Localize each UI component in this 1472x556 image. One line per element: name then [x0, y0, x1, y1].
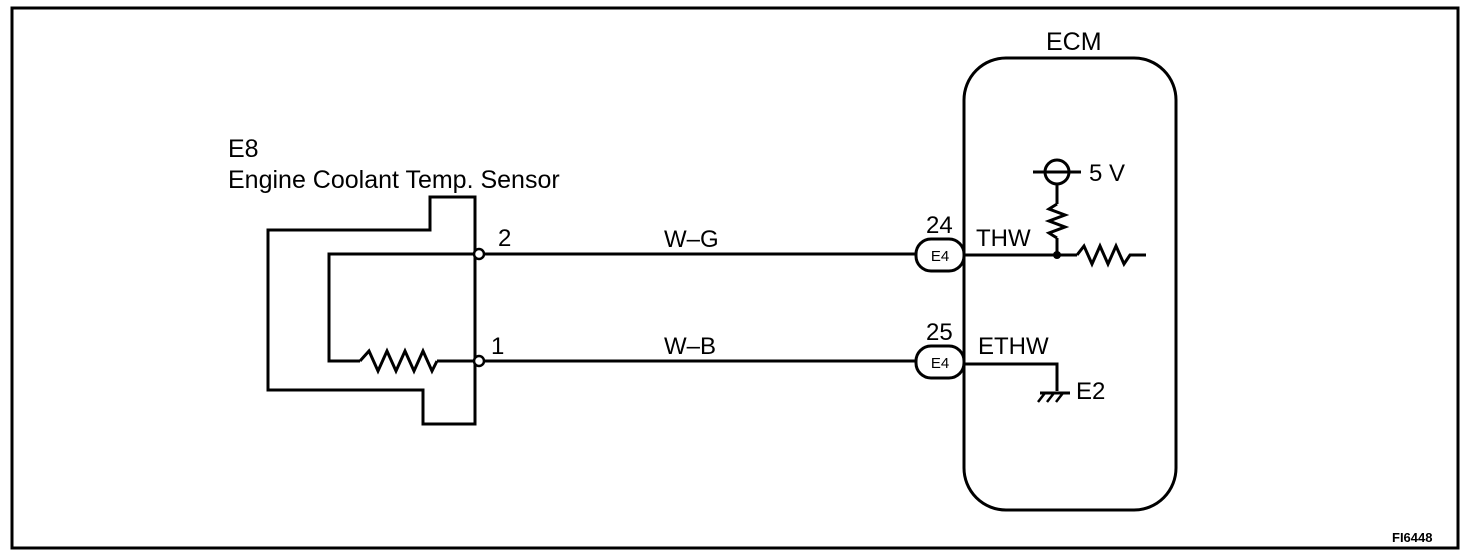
wire-w-g-label: W–G [664, 226, 719, 253]
ecm-pin-25-number: 25 [926, 319, 953, 346]
wire-w-b-label: W–B [664, 333, 716, 360]
ecm-signal-thw: THW [976, 225, 1031, 252]
thermistor-symbol [358, 347, 439, 375]
figure-id: FI6448 [1392, 530, 1432, 545]
ecm-title: ECM [1046, 28, 1102, 56]
sensor-pin-1-label: 1 [491, 333, 504, 360]
connector-e4-pin-25 [914, 344, 966, 380]
sensor-name: Engine Coolant Temp. Sensor [228, 166, 560, 194]
connector-e4-pin-24-label: E4 [931, 248, 949, 265]
sensor-pin-2-terminal [472, 247, 486, 261]
ecm-thw-resistor [1075, 242, 1146, 268]
sensor-code: E8 [228, 135, 259, 163]
ground-label-e2: E2 [1076, 378, 1105, 405]
ground-hatch-3 [1055, 392, 1064, 403]
supply-voltage-label: 5 V [1089, 160, 1125, 187]
sensor-pin-2-label: 2 [498, 225, 511, 252]
sensor-pin-1-terminal [472, 354, 486, 368]
ground-hatch-1 [1037, 392, 1046, 403]
sensor-housing [266, 195, 477, 426]
ground-hatch-2 [1046, 392, 1055, 403]
connector-e4-pin-25-label: E4 [931, 355, 949, 372]
ecm-box [962, 56, 1178, 512]
diagram-frame [10, 6, 1460, 550]
pullup-resistor-symbol [1044, 202, 1070, 240]
ecm-signal-ethw: ETHW [978, 333, 1049, 360]
sensor-internal-wire [327, 252, 479, 363]
ecm-ethw-line [964, 362, 1059, 391]
ecm-pin-24-number: 24 [926, 212, 953, 239]
